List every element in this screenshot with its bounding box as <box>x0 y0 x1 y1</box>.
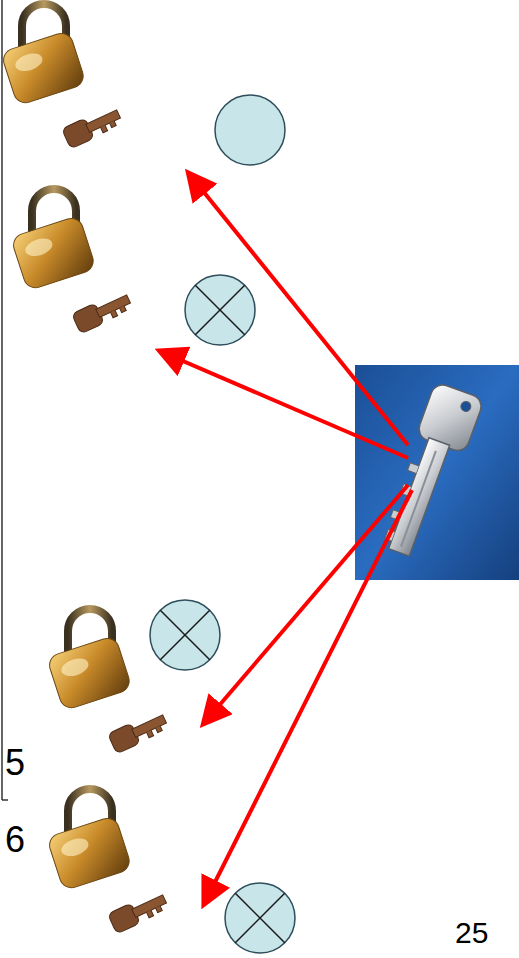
match-circle <box>215 95 285 165</box>
mismatch-circle <box>225 883 295 953</box>
mismatch-circle <box>150 600 220 670</box>
try-arrow <box>162 175 412 902</box>
frame-line <box>2 799 8 801</box>
list-number: 6 <box>5 822 25 858</box>
page-number: 25 <box>455 918 488 948</box>
mismatch-circle <box>185 275 255 345</box>
padlock-icon <box>46 789 169 934</box>
padlock-icon <box>10 189 133 334</box>
key-picture <box>355 365 519 580</box>
padlock-icon <box>0 4 123 149</box>
list-number: 5 <box>5 745 25 781</box>
frame-line <box>1 0 3 800</box>
